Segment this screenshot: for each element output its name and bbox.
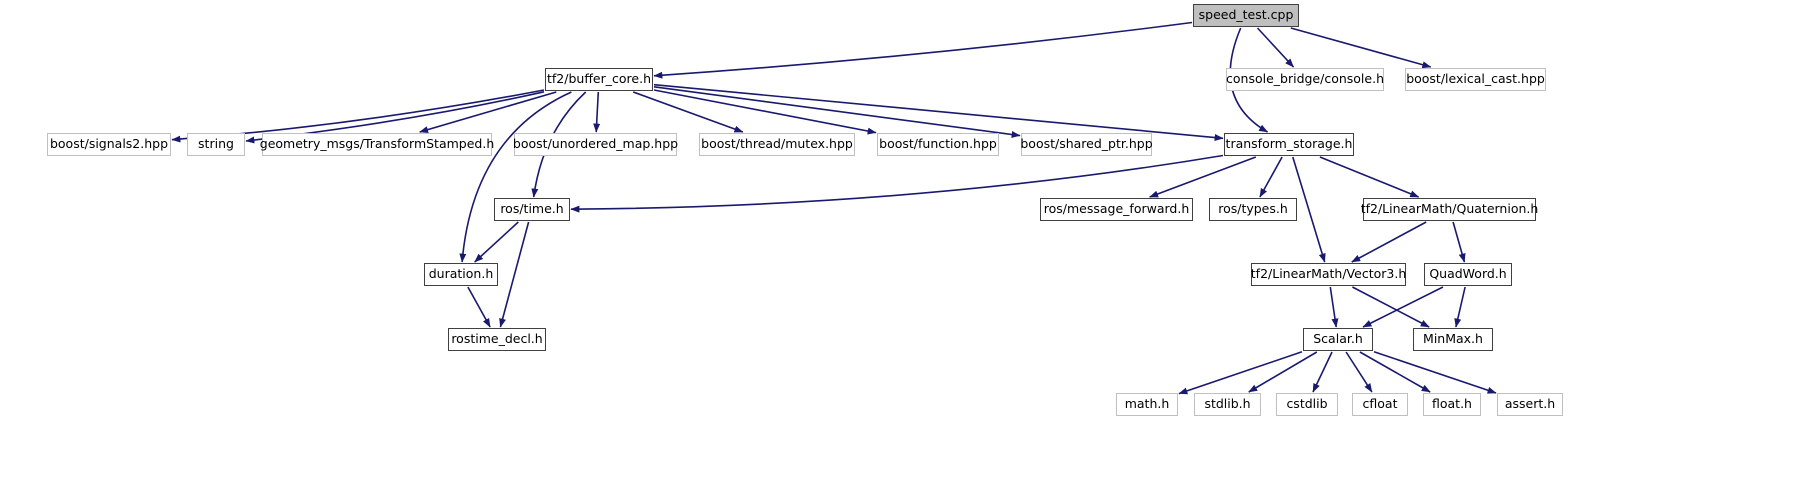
graph-node-label: boost/thread/mutex.hpp (701, 136, 853, 152)
graph-edge-quaternion-to-quadword (1452, 221, 1466, 263)
graph-node-label: ros/time.h (500, 201, 564, 217)
graph-edge-scalar-to-math_h (1178, 351, 1303, 395)
graph-node-assert_h[interactable]: assert.h (1497, 393, 1563, 416)
graph-node-speed_test[interactable]: speed_test.cpp (1193, 4, 1299, 27)
graph-edge-quadword-to-scalar (1362, 286, 1444, 328)
graph-node-float_h[interactable]: float.h (1423, 393, 1481, 416)
graph-node-vector3[interactable]: tf2/LinearMath/Vector3.h (1251, 263, 1406, 286)
graph-edge-scalar-to-cstdlib (1312, 351, 1333, 393)
graph-node-ros_types[interactable]: ros/types.h (1209, 198, 1297, 221)
graph-node-label: assert.h (1504, 396, 1556, 412)
graph-node-quadword[interactable]: QuadWord.h (1424, 263, 1512, 286)
graph-node-label: string (198, 136, 234, 152)
graph-node-quaternion[interactable]: tf2/LinearMath/Quaternion.h (1361, 198, 1538, 221)
graph-node-label: rostime_decl.h (451, 331, 543, 347)
graph-edge-scalar-to-assert_h (1373, 350, 1497, 394)
graph-node-signals2[interactable]: boost/signals2.hpp (47, 133, 171, 156)
graph-node-message_forward[interactable]: ros/message_forward.h (1040, 198, 1193, 221)
graph-edge-scalar-to-float_h (1359, 351, 1431, 393)
graph-edge-scalar-to-stdlib_h (1248, 351, 1318, 393)
graph-node-console[interactable]: console_bridge/console.h (1226, 68, 1384, 91)
graph-edge-quaternion-to-vector3 (1351, 221, 1427, 263)
graph-node-label: QuadWord.h (1429, 266, 1507, 282)
graph-node-label: Scalar.h (1313, 331, 1363, 347)
graph-node-duration[interactable]: duration.h (424, 263, 498, 286)
graph-node-label: tf2/buffer_core.h (547, 71, 651, 87)
graph-node-math_h[interactable]: math.h (1116, 393, 1178, 416)
graph-edge-transform_storage-to-ros_time (570, 154, 1224, 213)
graph-edge-buffer_core-to-transform_storage (653, 83, 1224, 141)
graph-edge-buffer_core-to-transform_stamped (419, 91, 557, 133)
graph-node-scalar[interactable]: Scalar.h (1303, 328, 1373, 351)
graph-edge-speed_test-to-lexical_cast (1290, 27, 1432, 69)
graph-node-label: boost/signals2.hpp (49, 136, 169, 152)
graph-node-transform_stamped[interactable]: geometry_msgs/TransformStamped.h (260, 133, 494, 156)
graph-edge-duration-to-rostime_decl (467, 286, 491, 328)
graph-edge-speed_test-to-buffer_core (653, 21, 1193, 79)
graph-edge-buffer_core-to-function (653, 89, 877, 135)
graph-node-function[interactable]: boost/function.hpp (877, 133, 999, 156)
graph-node-unordered_map[interactable]: boost/unordered_map.hpp (513, 133, 678, 156)
graph-node-cfloat[interactable]: cfloat (1352, 393, 1408, 416)
graph-node-rostime_decl[interactable]: rostime_decl.h (448, 328, 546, 351)
graph-edge-transform_storage-to-ros_types (1259, 156, 1283, 198)
graph-edge-ros_time-to-duration (474, 221, 519, 263)
graph-edge-transform_storage-to-message_forward (1149, 156, 1257, 198)
graph-node-label: boost/function.hpp (879, 136, 997, 152)
graph-node-stdlib_h[interactable]: stdlib.h (1194, 393, 1261, 416)
graph-node-label: ros/message_forward.h (1043, 201, 1190, 217)
graph-node-label: boost/unordered_map.hpp (512, 136, 679, 152)
graph-node-label: speed_test.cpp (1198, 7, 1294, 23)
graph-edge-buffer_core-to-unordered_map (593, 91, 601, 133)
graph-node-label: boost/lexical_cast.hpp (1406, 71, 1545, 87)
graph-node-label: transform_storage.h (1225, 136, 1353, 152)
graph-node-label: MinMax.h (1423, 331, 1483, 347)
graph-node-mutex[interactable]: boost/thread/mutex.hpp (699, 133, 855, 156)
graph-node-lexical_cast[interactable]: boost/lexical_cast.hpp (1405, 68, 1546, 91)
graph-node-cstdlib[interactable]: cstdlib (1276, 393, 1338, 416)
graph-node-label: cfloat (1362, 396, 1398, 412)
graph-node-label: float.h (1432, 396, 1472, 412)
graph-edge-transform_storage-to-vector3 (1292, 156, 1326, 263)
graph-node-label: cstdlib (1286, 396, 1328, 412)
graph-node-label: boost/shared_ptr.hpp (1020, 136, 1153, 152)
graph-edge-buffer_core-to-mutex (632, 91, 744, 133)
graph-node-shared_ptr[interactable]: boost/shared_ptr.hpp (1020, 133, 1153, 156)
graph-edge-buffer_core-to-duration (459, 91, 572, 263)
graph-node-string[interactable]: string (187, 133, 245, 156)
graph-node-label: tf2/LinearMath/Quaternion.h (1360, 201, 1539, 217)
graph-edge-vector3-to-minmax (1352, 286, 1430, 328)
graph-edge-quadword-to-minmax (1454, 286, 1466, 328)
graph-edge-ros_time-to-rostime_decl (499, 221, 530, 328)
graph-edge-scalar-to-cfloat (1345, 351, 1373, 393)
graph-node-label: geometry_msgs/TransformStamped.h (259, 136, 495, 152)
graph-edge-speed_test-to-console (1256, 27, 1295, 68)
graph-node-label: duration.h (428, 266, 494, 282)
graph-node-label: tf2/LinearMath/Vector3.h (1250, 266, 1407, 282)
graph-node-transform_storage[interactable]: transform_storage.h (1224, 133, 1354, 156)
graph-node-label: math.h (1124, 396, 1170, 412)
graph-node-minmax[interactable]: MinMax.h (1413, 328, 1493, 351)
graph-node-label: console_bridge/console.h (1226, 71, 1384, 87)
graph-edge-transform_storage-to-quaternion (1319, 156, 1420, 198)
graph-node-label: stdlib.h (1204, 396, 1251, 412)
graph-edge-buffer_core-to-shared_ptr (653, 86, 1021, 138)
graph-node-ros_time[interactable]: ros/time.h (494, 198, 570, 221)
graph-edge-vector3-to-scalar (1329, 286, 1339, 328)
graph-node-buffer_core[interactable]: tf2/buffer_core.h (545, 68, 653, 91)
graph-node-label: ros/types.h (1218, 201, 1288, 217)
